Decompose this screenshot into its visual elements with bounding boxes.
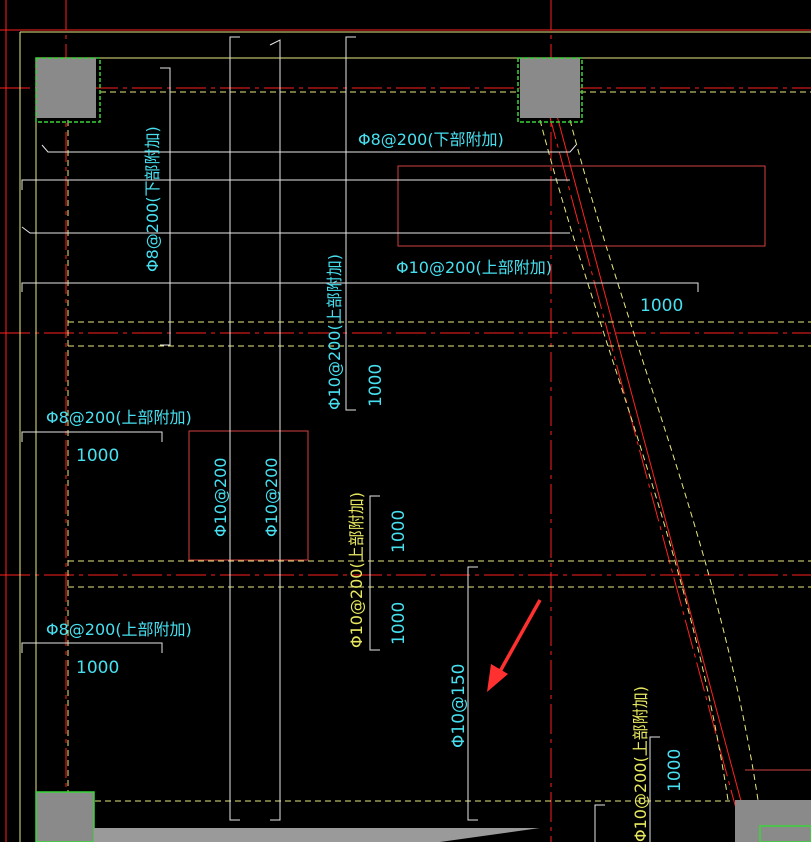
label-len-1000-e: 1000 [389, 602, 409, 645]
beam-lines-dashed [67, 91, 811, 802]
label-top-extra-10-yellow: Φ10@200(上部附加) [347, 492, 366, 648]
rebar-v7 [649, 736, 660, 842]
arrow-shaft [496, 599, 542, 676]
rebar-v2 [269, 39, 281, 821]
label-bottom-extra-h: Φ8@200(下部附加) [358, 130, 504, 149]
column-top-left-hatch [35, 57, 101, 123]
column-top-left [36, 58, 96, 118]
label-top-extra-8-a: Φ8@200(上部附加) [46, 408, 192, 427]
arrow-head [487, 664, 508, 692]
label-len-1000-g: 1000 [665, 749, 685, 792]
label-bar-150: Φ10@150 [449, 664, 469, 748]
labels: Φ8@200(下部附加) Φ8@200(下部附加) Φ10@200(上部附加) … [46, 126, 685, 842]
opening-top [397, 165, 766, 247]
label-opening-bar-2: Φ10@200 [262, 458, 281, 538]
rebar-v6 [467, 566, 478, 821]
pointer-arrow [487, 599, 542, 692]
wall-bottom [94, 828, 540, 842]
label-top-extra-10-h: Φ10@200(上部附加) [396, 258, 552, 277]
label-len-1000-f: 1000 [76, 658, 119, 678]
column-top-mid-hatch [517, 57, 583, 123]
column-bottom-right-hatch [759, 825, 811, 842]
beam-diag-left [539, 119, 729, 801]
rebar-h6 [21, 642, 163, 653]
label-bottom-extra-v: Φ8@200(下部附加) [143, 126, 162, 272]
column-top-mid [520, 58, 580, 118]
column-bottom-right [735, 800, 811, 842]
rebar-h3 [21, 226, 570, 234]
label-top-extra-10-v: Φ10@200(上部附加) [325, 254, 344, 410]
rebar-h2 [21, 179, 570, 190]
label-top-extra-10-br: Φ10@200(上部附加) [631, 686, 650, 842]
column-bottom-left-hatch [35, 791, 95, 842]
opening-small [188, 430, 309, 561]
label-len-1000-a: 1000 [640, 296, 683, 316]
rebar-lines [21, 36, 699, 842]
label-top-extra-8-b: Φ8@200(上部附加) [46, 620, 192, 639]
rebar-v8 [594, 804, 605, 842]
rebar-h5 [21, 431, 163, 442]
label-opening-bar-1: Φ10@200 [211, 458, 230, 538]
columns [35, 57, 811, 842]
rebar-v4-left [160, 67, 171, 346]
openings [188, 165, 811, 771]
rebar-h1 [41, 144, 577, 153]
label-len-1000-b: 1000 [366, 364, 386, 407]
beam-diag-right [569, 119, 759, 801]
rebar-h4 [21, 282, 699, 292]
column-bottom-left [36, 792, 94, 842]
rebar-v5 [369, 495, 380, 651]
label-len-1000-d: 1000 [389, 510, 409, 553]
rebar-v1 [229, 36, 240, 821]
beam-lines-solid [19, 31, 811, 842]
label-len-1000-c: 1000 [76, 446, 119, 466]
axis-diag-solid [555, 111, 753, 842]
axis-diagonal [547, 109, 746, 842]
rebar-v3 [345, 36, 356, 411]
